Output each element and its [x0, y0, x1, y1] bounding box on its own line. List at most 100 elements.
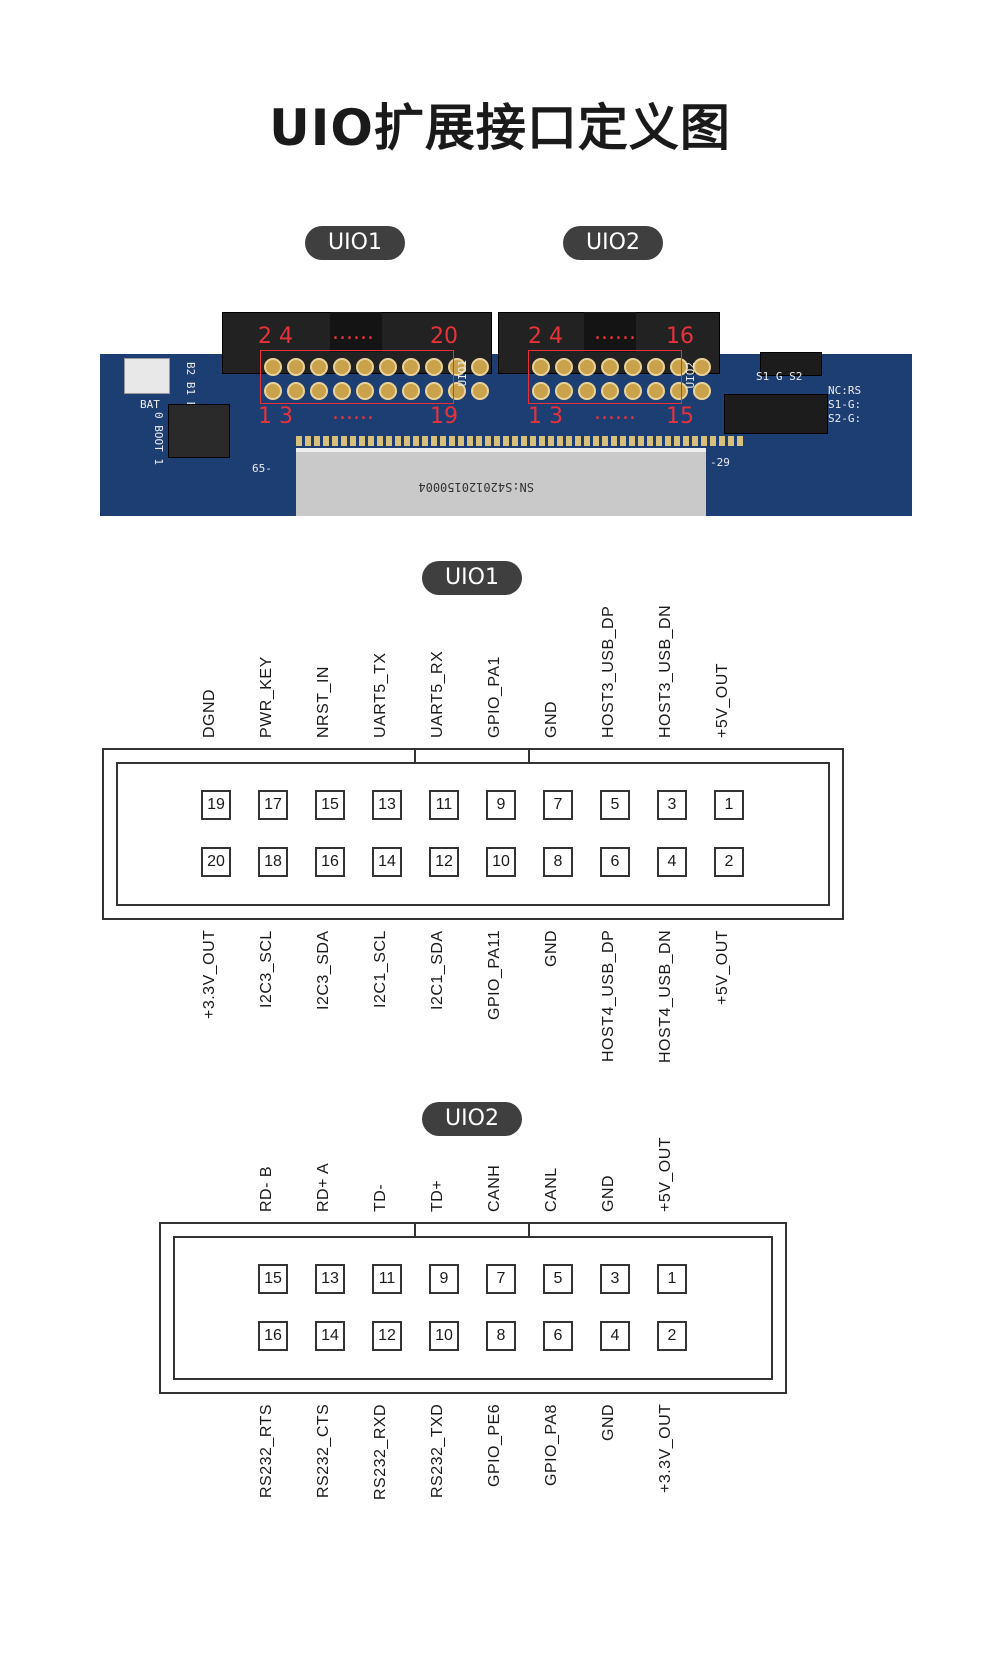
uio2-pin-even: 16 — [258, 1321, 288, 1351]
uio1-pin-odd: 17 — [258, 790, 288, 820]
dip-switch — [168, 404, 230, 458]
uio2-pin-odd: 3 — [600, 1264, 630, 1294]
uio1-pin-even: 18 — [258, 847, 288, 877]
uio1-signal-odd: UART5_RX — [429, 650, 446, 738]
uio1-signal-odd: UART5_TX — [372, 652, 389, 738]
uio1-label-top-left: 2 4 — [258, 324, 293, 349]
uio1-signal-odd: GND — [543, 700, 560, 738]
uio2-key-notch — [414, 1222, 416, 1236]
uio2-key-notch — [528, 1222, 530, 1236]
uio1-signal-odd: NRST_IN — [315, 666, 332, 738]
uio2-pin-even: 8 — [486, 1321, 516, 1351]
uio2-pin-odd: 9 — [429, 1264, 459, 1294]
uio1-signal-even: +5V_OUT — [714, 930, 731, 1006]
uio2-pin-odd: 1 — [657, 1264, 687, 1294]
uio1-pin-even: 10 — [486, 847, 516, 877]
uio1-pin-odd: 1 — [714, 790, 744, 820]
core-module — [296, 448, 706, 516]
uio1-label-top-dots: ...... — [332, 320, 374, 345]
uio1-label-bottom-left: 1 3 — [258, 404, 293, 429]
uio1-pin-odd: 3 — [657, 790, 687, 820]
uio1-signal-odd: HOST3_USB_DP — [600, 605, 617, 738]
uio2-signal-even: GPIO_PA8 — [543, 1404, 560, 1486]
uio2-pins-bottom — [532, 382, 711, 400]
uio1-signal-odd: GPIO_PA1 — [486, 656, 503, 738]
board-photo: BAT B2 B1 B0 0 BOOT 1 65- 2 4 ...... 20 … — [100, 312, 912, 516]
uio2-signal-odd: CANH — [486, 1164, 503, 1212]
page-title: UIO扩展接口定义图 — [269, 99, 731, 157]
uio2-title-pill: UIO2 — [422, 1102, 522, 1136]
uio2-signal-even: +3.3V_OUT — [657, 1404, 674, 1494]
uio2-signal-odd: TD- — [372, 1183, 389, 1212]
uio1-pin-odd: 19 — [201, 790, 231, 820]
uio2-signal-even: GND — [600, 1404, 617, 1442]
battery-connector — [124, 358, 170, 394]
uio2-pin-even: 4 — [600, 1321, 630, 1351]
uio2-pin-even: 10 — [429, 1321, 459, 1351]
uio2-pin-odd: 5 — [543, 1264, 573, 1294]
uio1-pin-even: 14 — [372, 847, 402, 877]
uio2-header-latch — [584, 312, 636, 352]
silk-boot: 0 BOOT 1 — [152, 412, 165, 465]
uio2-signal-odd: RD- B — [258, 1165, 275, 1212]
uio1-signal-odd: DGND — [201, 688, 218, 738]
uio1-pin-odd: 7 — [543, 790, 573, 820]
uio1-pin-even: 2 — [714, 847, 744, 877]
uio1-pins-top — [264, 358, 489, 376]
silk-s2: S2-G: — [828, 412, 862, 425]
silk-nc: NC:RS — [828, 384, 862, 397]
uio2-pin-even: 12 — [372, 1321, 402, 1351]
silk-bat: BAT — [140, 398, 160, 411]
uio1-label-top-right: 20 — [430, 324, 458, 349]
uio2-signal-even: RS232_RXD — [372, 1404, 389, 1501]
uio2-label-bottom-right: 15 — [666, 404, 694, 429]
uio1-pin-odd: 9 — [486, 790, 516, 820]
uio2-label-bottom-dots: ...... — [594, 400, 636, 425]
uio1-pin-even: 16 — [315, 847, 345, 877]
uio1-label-bottom-dots: ...... — [332, 400, 374, 425]
uio1-pin-even: 12 — [429, 847, 459, 877]
board-pill-uio2: UIO2 — [563, 226, 663, 260]
uio1-header-latch — [330, 312, 382, 352]
uio1-title-pill: UIO1 — [422, 561, 522, 595]
uio1-pin-even: 4 — [657, 847, 687, 877]
uio2-signal-odd: GND — [600, 1174, 617, 1212]
silk-sn: SN:S420120150004 — [418, 480, 534, 494]
silk-65: 65- — [252, 462, 272, 475]
uio1-key-notch — [528, 748, 530, 762]
board-pill-uio1: UIO1 — [305, 226, 405, 260]
uio2-signal-even: RS232_TXD — [429, 1404, 446, 1499]
uio1-inner-frame — [116, 762, 830, 906]
uio2-signal-odd: RD+ A — [315, 1162, 332, 1212]
uio1-outer-frame — [102, 748, 844, 920]
uio1-pins-bottom — [264, 382, 489, 400]
uio2-label-top-dots: ...... — [594, 320, 636, 345]
uio2-signal-even: RS232_CTS — [315, 1404, 332, 1499]
uio2-label-top-left: 2 4 — [528, 324, 563, 349]
uio2-signal-even: RS232_RTS — [258, 1404, 275, 1499]
uio1-pin-odd: 11 — [429, 790, 459, 820]
uio1-pin-even: 8 — [543, 847, 573, 877]
silk-s1: S1-G: — [828, 398, 862, 411]
transceiver-chip — [724, 394, 828, 434]
silk-s1gs2: S1 G S2 — [756, 370, 803, 383]
uio1-signal-odd: HOST3_USB_DN — [657, 604, 674, 738]
uio2-signal-odd: +5V_OUT — [657, 1136, 674, 1212]
uio2-pin-odd: 7 — [486, 1264, 516, 1294]
jumper-block — [760, 352, 822, 376]
uio1-pin-odd: 15 — [315, 790, 345, 820]
uio1-signal-even: +3.3V_OUT — [201, 930, 218, 1020]
uio2-pin-even: 14 — [315, 1321, 345, 1351]
uio1-pin-odd: 13 — [372, 790, 402, 820]
uio2-signal-odd: TD+ — [429, 1179, 446, 1212]
silk-uio2: UIO2 — [684, 362, 697, 389]
silk-29: -29 — [710, 456, 730, 469]
uio1-signal-odd: PWR_KEY — [258, 656, 275, 738]
uio2-pin-even: 6 — [543, 1321, 573, 1351]
uio2-pin-odd: 11 — [372, 1264, 402, 1294]
uio2-signal-even: GPIO_PE6 — [486, 1404, 503, 1488]
silk-b: B2 B1 B0 — [184, 362, 197, 415]
module-pads — [296, 436, 746, 446]
uio1-pin-even: 6 — [600, 847, 630, 877]
uio2-highlight-box — [528, 350, 682, 404]
